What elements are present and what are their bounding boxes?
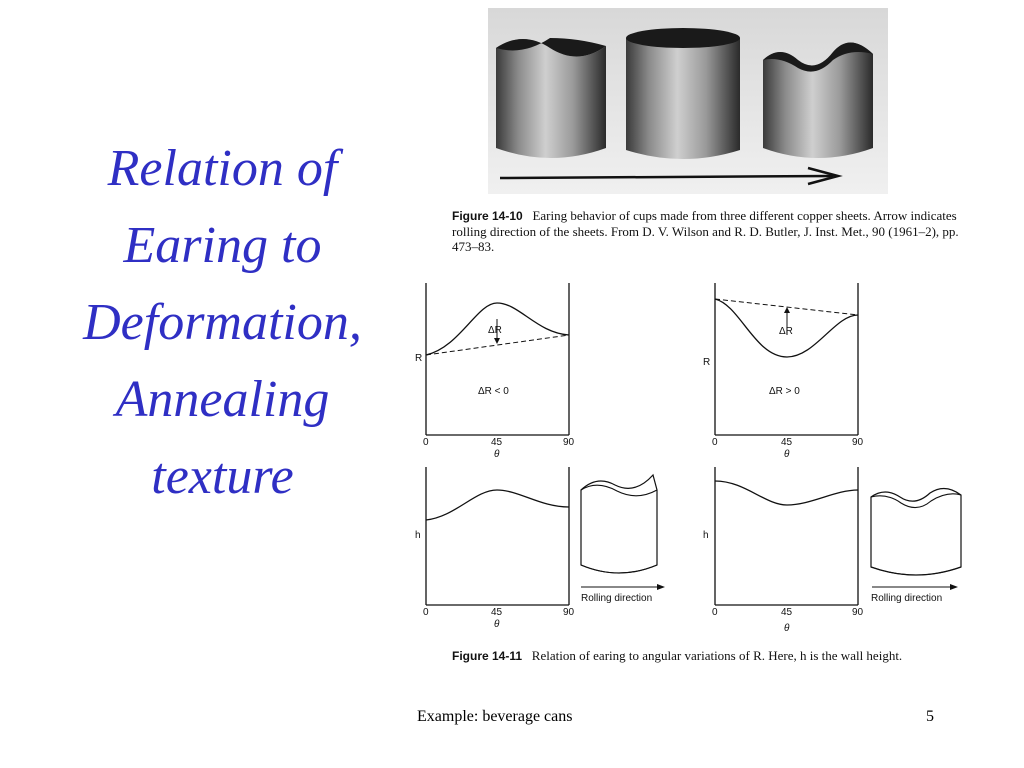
cup-sketch-left: Rolling direction <box>580 473 665 604</box>
tick-45: 45 <box>491 607 503 618</box>
cups-photo <box>488 8 888 194</box>
cup-photo-3 <box>763 42 873 158</box>
cup-caption: Rolling direction <box>871 593 942 604</box>
delta-r-note: ΔR < 0 <box>478 386 509 397</box>
r-baseline <box>425 334 570 356</box>
x-label: θ <box>784 623 790 634</box>
title-line-3: Deformation, <box>83 294 362 351</box>
figure-14-11-plots: ΔR R ΔR < 0 0 45 90 θ ΔR R ΔR > 0 0 45 9… <box>415 283 962 634</box>
h-curve <box>714 480 859 506</box>
y-label: h <box>415 530 421 541</box>
cup-caption: Rolling direction <box>581 593 652 604</box>
h-curve <box>425 489 570 521</box>
tick-90: 90 <box>563 607 575 618</box>
title-line-5: texture <box>151 448 294 505</box>
figure-14-10-text: Earing behavior of cups made from three … <box>452 208 959 254</box>
slide-title: Relation of Earing to Deformation, Annea… <box>40 130 405 515</box>
tick-0: 0 <box>712 607 718 618</box>
figure-14-11-label: Figure 14-11 <box>452 649 523 663</box>
plot-h-left: h 0 45 90 θ <box>415 467 575 630</box>
y-label: R <box>415 353 422 364</box>
y-label: h <box>703 530 709 541</box>
figure-14-10-caption: Figure 14-10 Earing behavior of cups mad… <box>452 208 962 254</box>
delta-r-label: ΔR <box>488 325 502 336</box>
r-curve <box>714 298 859 358</box>
cup-photo-2 <box>626 28 740 159</box>
rolling-direction-arrow <box>499 166 843 186</box>
tick-0: 0 <box>712 437 718 448</box>
footer-note: Example: beverage cans <box>417 708 573 725</box>
plot-r-right: ΔR R ΔR > 0 0 45 90 θ <box>703 283 864 460</box>
tick-90: 90 <box>852 607 864 618</box>
x-label: θ <box>494 449 500 460</box>
title-line-2: Earing to <box>123 217 322 274</box>
y-label: R <box>703 357 710 368</box>
x-label: θ <box>494 619 500 630</box>
title-line-1: Relation of <box>107 140 338 197</box>
cup-sketch-right: Rolling direction <box>870 487 962 604</box>
figure-14-10-label: Figure 14-10 <box>452 209 523 223</box>
r-curve <box>425 302 570 356</box>
plot-h-right: h 0 45 90 θ <box>703 467 864 634</box>
figure-14-11-caption: Figure 14-11 Relation of earing to angul… <box>452 648 952 664</box>
tick-45: 45 <box>781 437 793 448</box>
tick-90: 90 <box>563 437 575 448</box>
delta-r-note: ΔR > 0 <box>769 386 800 397</box>
page-number: 5 <box>926 708 934 725</box>
figure-14-11-text: Relation of earing to angular variations… <box>531 648 903 663</box>
delta-r-label: ΔR <box>779 326 793 337</box>
tick-0: 0 <box>423 437 429 448</box>
title-line-4: Annealing <box>115 371 330 428</box>
tick-45: 45 <box>491 437 503 448</box>
tick-90: 90 <box>852 437 864 448</box>
x-label: θ <box>784 449 790 460</box>
plot-r-left: ΔR R ΔR < 0 0 45 90 θ <box>415 283 575 460</box>
tick-45: 45 <box>781 607 793 618</box>
tick-0: 0 <box>423 607 429 618</box>
cup-photo-1 <box>496 38 606 158</box>
